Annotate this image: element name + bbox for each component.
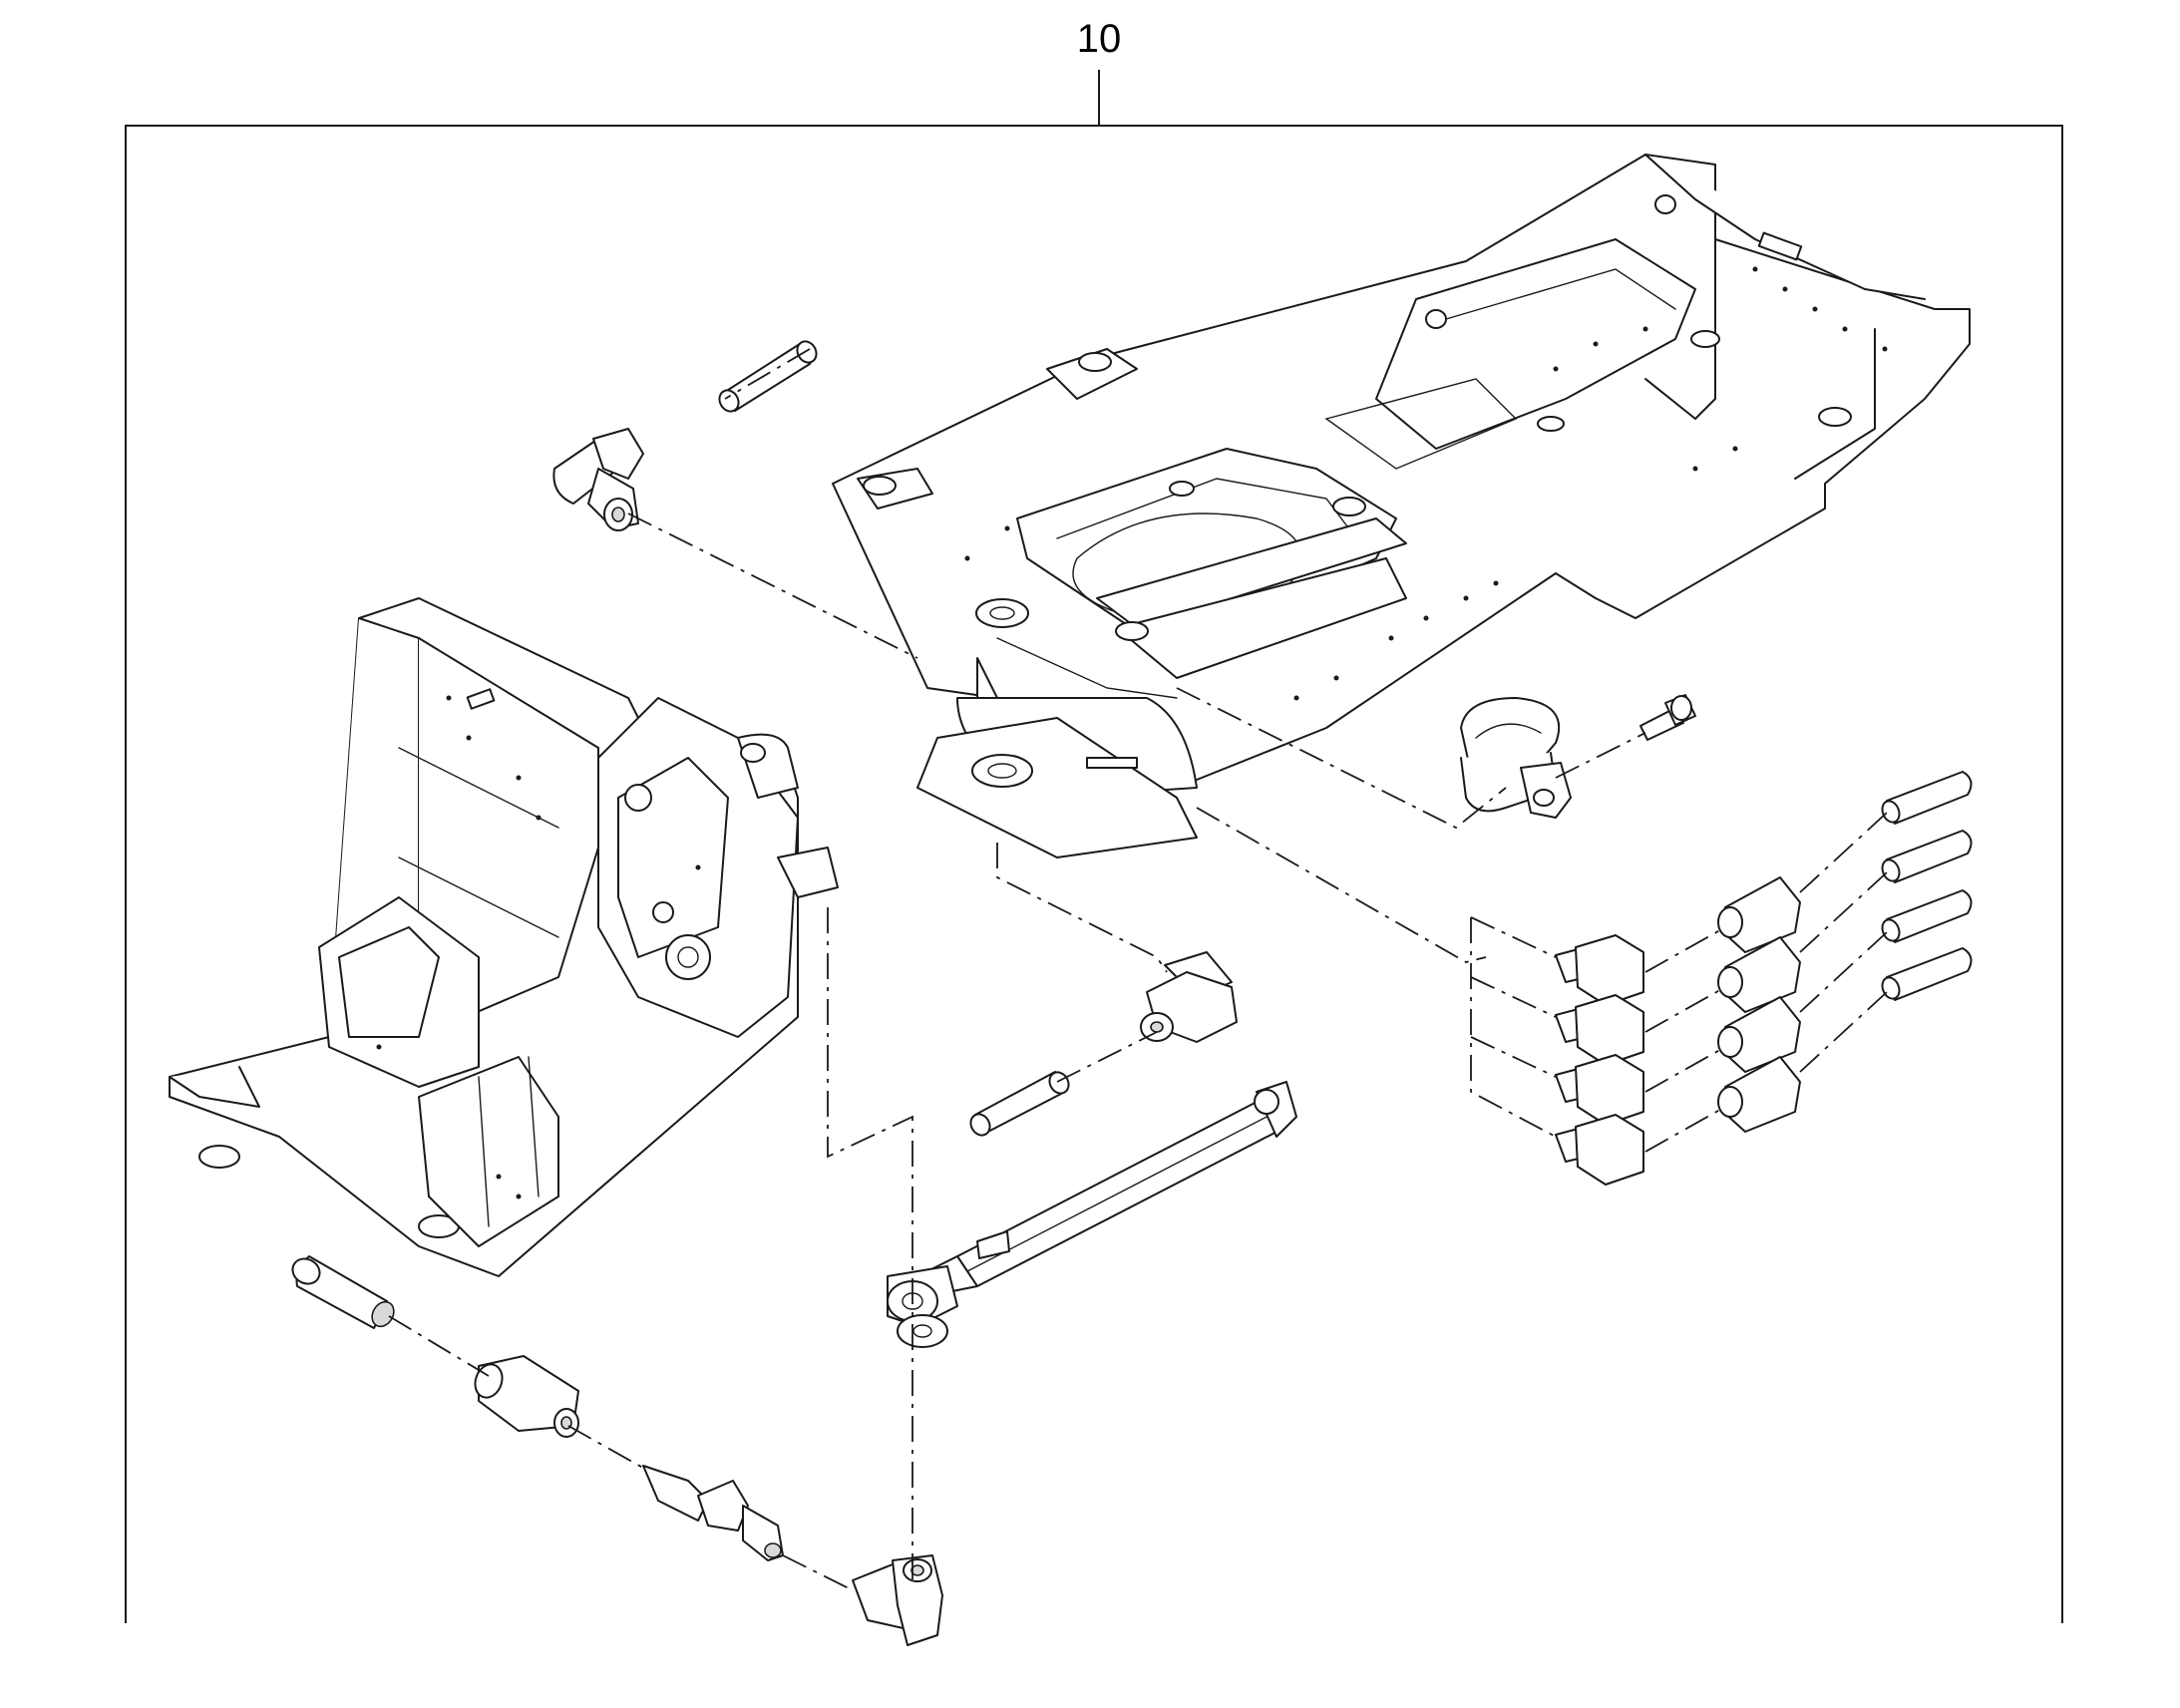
front-frame xyxy=(169,597,839,1277)
bolt xyxy=(1639,694,1696,741)
clamp xyxy=(1460,697,1572,819)
upper-chassis-frame xyxy=(832,154,1971,858)
hose-nipple xyxy=(642,1465,784,1561)
elbow-fitting-mid xyxy=(1140,951,1238,1043)
pipe-spacers-right xyxy=(1881,771,1973,1001)
straight-fittings-right xyxy=(1717,876,1801,1133)
hydraulic-cylinder xyxy=(887,1081,1297,1348)
elbow-fittings-right xyxy=(1555,934,1644,1186)
pipe-spacer-left xyxy=(291,1255,395,1329)
pipe-spacer-mid xyxy=(969,1071,1070,1137)
frame-holes xyxy=(964,266,1888,701)
straight-fitting-left xyxy=(474,1355,579,1438)
assembly-frame xyxy=(125,70,2063,1623)
front-frame-holes xyxy=(376,695,701,1199)
assembly-centerlines xyxy=(388,348,1888,1591)
pipe-spacer-top xyxy=(718,340,818,413)
callout-number: 10 xyxy=(1077,17,1122,61)
elbow-fitting-bottom xyxy=(852,1554,943,1646)
elbow-fitting-top xyxy=(552,428,644,531)
mount-bosses xyxy=(863,194,1852,641)
